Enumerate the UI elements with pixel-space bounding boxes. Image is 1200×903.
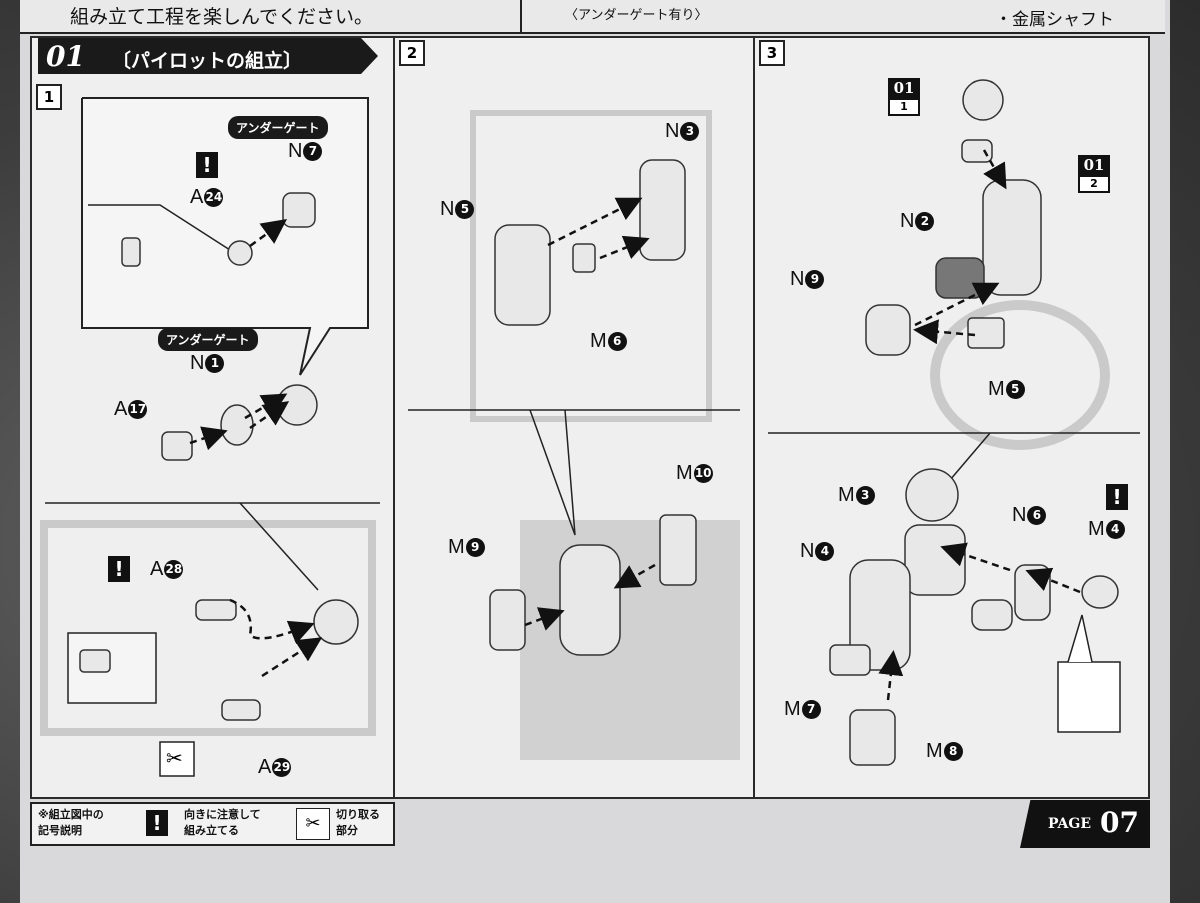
step-number-3: 3 — [759, 40, 785, 66]
legend-item-orientation-line1: 向きに注意して — [184, 808, 261, 821]
under-gate-badge: アンダーゲート — [158, 328, 258, 351]
section-title: 〔パイロットの組立〕 — [112, 50, 303, 72]
orientation-warning-icon: ! — [146, 810, 168, 836]
header-mid-text: 〈アンダーゲート有り〉 — [565, 8, 708, 23]
header-left-text: 組み立て工程を楽しんでください。 — [70, 6, 374, 28]
symbol-legend — [30, 802, 395, 846]
legend-heading-line2: 記号説明 — [38, 824, 82, 837]
step-number-2: 2 — [399, 40, 425, 66]
background-schematic — [470, 110, 712, 422]
section-title-bar — [38, 38, 378, 74]
panel-step-2 — [393, 36, 755, 799]
legend-item-cut-line2: 部分 — [336, 824, 358, 837]
nipper-cut-icon: ✂ — [296, 808, 330, 840]
header-strip — [20, 0, 1165, 34]
orientation-warning-icon: ! — [108, 556, 130, 582]
header-divider — [520, 0, 522, 32]
header-right-text: ・金属シャフト — [995, 10, 1114, 30]
under-gate-badge: アンダーゲート — [228, 116, 328, 139]
background-schematic — [520, 520, 740, 760]
legend-item-cut-line1: 切り取る — [336, 808, 380, 821]
orientation-warning-icon: ! — [196, 152, 218, 178]
page-number: 07 — [1100, 806, 1139, 839]
background-schematic — [40, 520, 376, 736]
page-label: PAGE — [1048, 816, 1091, 832]
legend-heading-line1: ※組立図中の — [38, 808, 104, 821]
step-number-1: 1 — [36, 84, 62, 110]
page-number-bar — [1020, 800, 1150, 848]
section-number: 01 — [46, 40, 85, 73]
orientation-warning-icon: ! — [1106, 484, 1128, 510]
legend-item-orientation-line2: 組み立てる — [184, 824, 239, 837]
nipper-cut-icon: ✂ — [166, 746, 183, 770]
background-schematic — [930, 300, 1110, 450]
